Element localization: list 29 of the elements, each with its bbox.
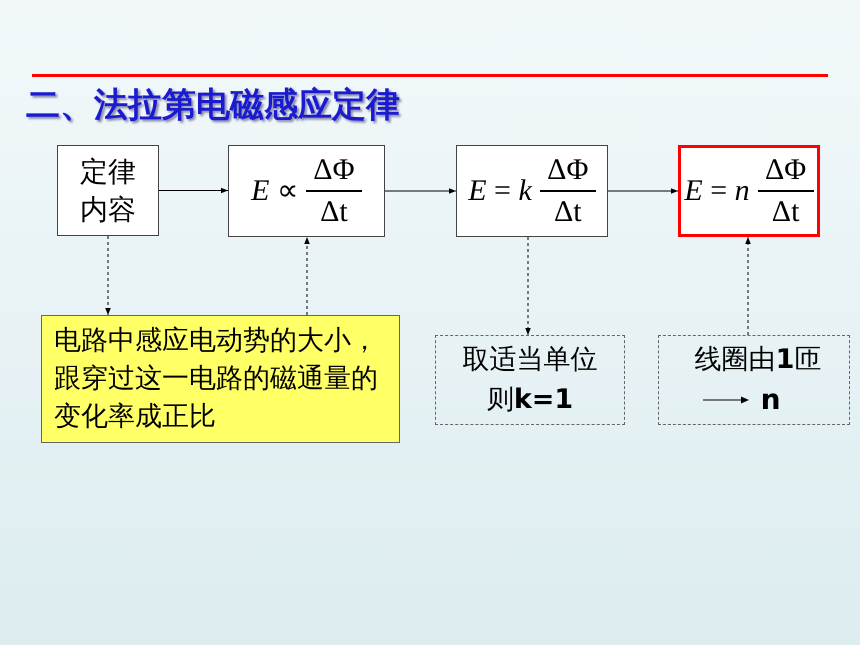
arrow	[608, 188, 678, 194]
process-box	[678, 145, 820, 237]
arrow	[304, 236, 310, 316]
formula-lhs: E = k	[468, 176, 532, 206]
arrow	[384, 188, 456, 194]
formula-lhs: E ∝	[251, 176, 298, 206]
denominator: Δt	[319, 196, 349, 227]
node-text: 取适当单位则k=1	[462, 343, 598, 417]
numerator: ΔΦ	[764, 155, 808, 186]
note-box	[41, 315, 400, 443]
process-box	[435, 335, 625, 425]
node-text: 线圈由1匝	[694, 343, 822, 377]
process-box	[456, 145, 608, 237]
arrow	[105, 236, 111, 316]
formula-lhs: E = n	[684, 176, 750, 206]
process-box	[57, 145, 159, 236]
process-box	[658, 335, 850, 425]
node-text: 定律内容	[80, 154, 136, 228]
title: 二、法拉第电磁感应定律	[26, 84, 400, 127]
denominator: Δt	[770, 196, 800, 227]
arrow	[525, 236, 531, 336]
process-box	[228, 145, 385, 237]
numerator: ΔΦ	[312, 155, 356, 186]
denominator: Δt	[552, 196, 583, 227]
node-text: n	[760, 382, 781, 418]
arrow	[745, 236, 751, 336]
note-text: 电路中感应电动势的大小，跟穿过这一电路的磁通量的变化率成正比	[53, 324, 379, 434]
arrow	[158, 188, 228, 194]
numerator: ΔΦ	[546, 155, 590, 186]
